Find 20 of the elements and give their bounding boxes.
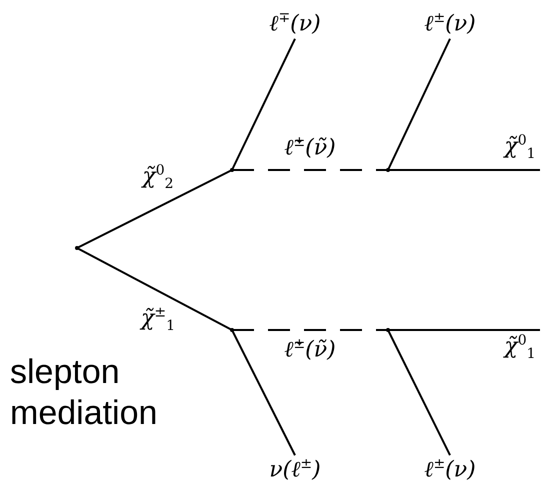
vertex-dot (386, 168, 390, 172)
vertex-dot (230, 328, 234, 332)
particle-label: ℓ$^{∓}$(ν) (269, 11, 321, 37)
caption-note: slepton mediation (10, 352, 158, 434)
propagator-line (388, 329, 540, 331)
particle-label: ℓ$^{±}$(ν) (424, 457, 476, 483)
vertex-dot (230, 168, 234, 172)
propagator-line (76, 247, 232, 331)
propagator-line (387, 330, 451, 456)
propagator-line (388, 169, 540, 171)
dashed-propagator-line (232, 329, 388, 331)
propagator-line (76, 169, 232, 249)
particle-label: ℓ$^{±}$(ν) (424, 11, 476, 37)
propagator-line (387, 38, 451, 170)
propagator-line (231, 330, 296, 456)
vertex-dot (386, 328, 390, 332)
propagator-line (231, 38, 296, 170)
dashed-propagator-line (232, 169, 388, 171)
vertex-dot (75, 246, 79, 250)
particle-label: ν(ℓ$^{±}$) (269, 457, 321, 483)
